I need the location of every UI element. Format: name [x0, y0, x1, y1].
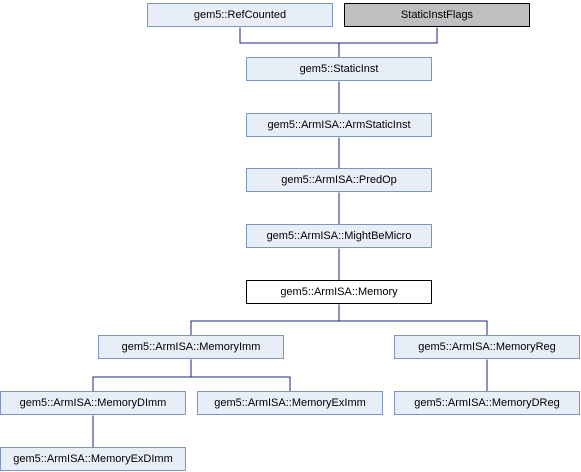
node-armstaticinst[interactable]: gem5::ArmISA::ArmStaticInst	[246, 113, 432, 137]
node-staticinstflags: StaticInstFlags	[344, 3, 530, 27]
edge-memoryeximm-to-memoryimm	[187, 353, 291, 391]
node-memoryeximm[interactable]: gem5::ArmISA::MemoryExImm	[197, 391, 383, 415]
edge-staticinst-to-refcounted	[236, 21, 340, 57]
node-memoryexdimm[interactable]: gem5::ArmISA::MemoryExDImm	[0, 447, 186, 471]
node-memory: gem5::ArmISA::Memory	[246, 280, 432, 304]
node-memoryimm[interactable]: gem5::ArmISA::MemoryImm	[98, 335, 284, 359]
edge-memorydimm-to-memoryimm	[92, 353, 195, 391]
node-mightbemicro[interactable]: gem5::ArmISA::MightBeMicro	[246, 224, 432, 248]
edge-memoryimm-to-memory	[190, 298, 343, 335]
node-staticinst[interactable]: gem5::StaticInst	[246, 57, 432, 81]
edge-memoryreg-to-memory	[335, 298, 488, 335]
node-refcounted[interactable]: gem5::RefCounted	[147, 3, 333, 27]
node-memorydimm[interactable]: gem5::ArmISA::MemoryDImm	[0, 391, 186, 415]
node-memoryreg[interactable]: gem5::ArmISA::MemoryReg	[394, 335, 580, 359]
node-predop[interactable]: gem5::ArmISA::PredOp	[246, 168, 432, 192]
edge-staticinst-to-staticinstflags	[338, 21, 441, 57]
node-memorydreg[interactable]: gem5::ArmISA::MemoryDReg	[394, 391, 580, 415]
